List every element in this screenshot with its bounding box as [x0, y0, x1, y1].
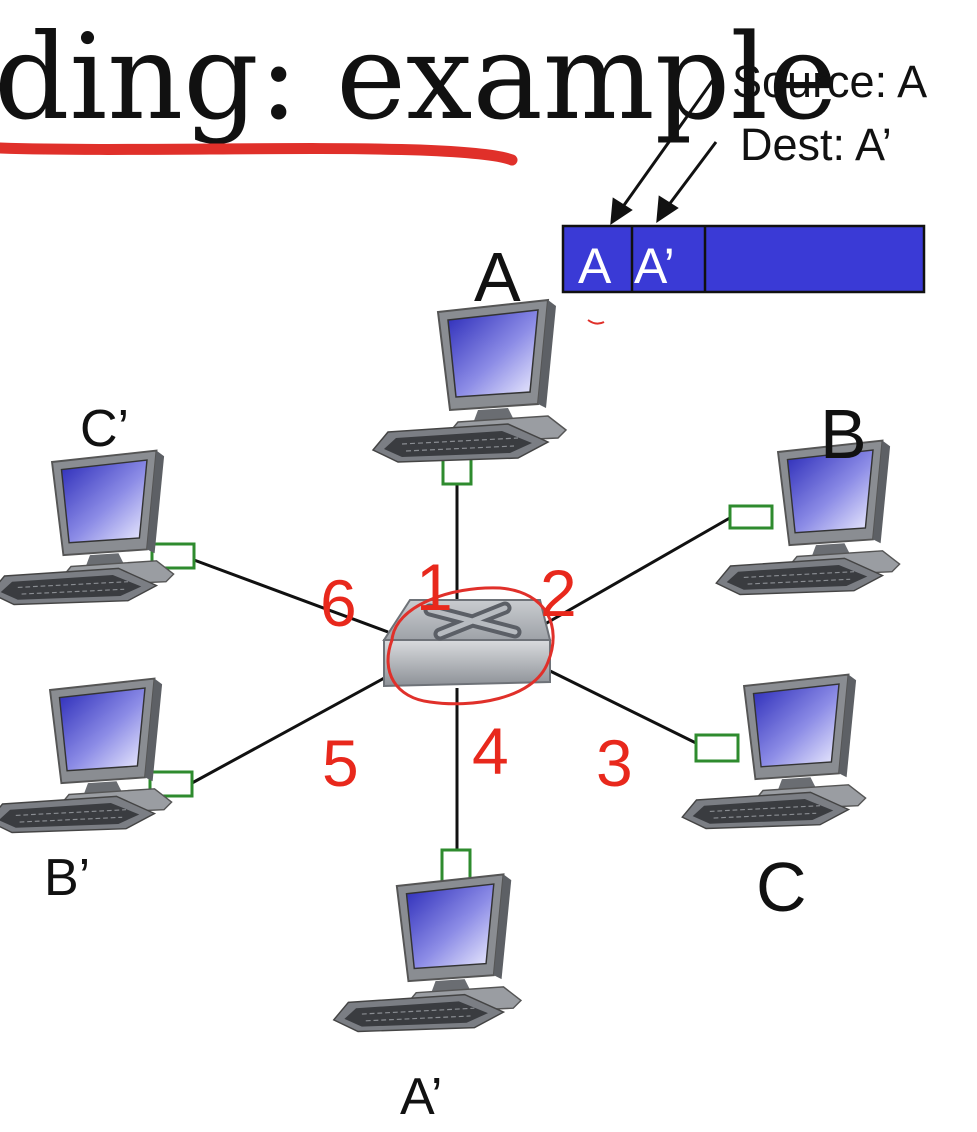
dest-annotation: Dest: A’: [740, 119, 892, 170]
port-3-label: 3: [596, 726, 633, 800]
red-mark: [587, 319, 605, 325]
port-2-label: 2: [540, 556, 577, 630]
host-b-prime-label: B’: [44, 849, 90, 907]
port-1-label: 1: [416, 550, 453, 624]
host-a-computer: [372, 299, 567, 463]
ethernet-frame: A A’: [561, 224, 926, 294]
title-underline: [0, 142, 518, 166]
host-a-label: A: [474, 238, 521, 316]
switch: [382, 599, 552, 688]
frame-source-field: A: [578, 238, 612, 294]
host-c-prime-computer: [0, 449, 175, 606]
annotation-arrows: [610, 79, 718, 225]
frame-dest-field: A’: [634, 238, 675, 294]
host-c-label: C: [756, 848, 807, 926]
port-6-label: 6: [320, 566, 357, 640]
port-5-label: 5: [322, 726, 359, 800]
nic-adapters: [148, 446, 774, 888]
links: [191, 482, 736, 852]
switch-highlight-circle: [386, 586, 555, 706]
slide-title: ding: example: [0, 8, 838, 146]
port-4-label: 4: [472, 714, 509, 788]
host-a-prime-computer: [332, 873, 522, 1033]
host-b-label: B: [820, 395, 867, 473]
host-c-prime-label: C’: [80, 400, 129, 458]
host-b-prime-computer: [0, 677, 173, 834]
host-a-prime-label: A’: [400, 1068, 442, 1126]
source-annotation: Source: A: [732, 56, 927, 107]
